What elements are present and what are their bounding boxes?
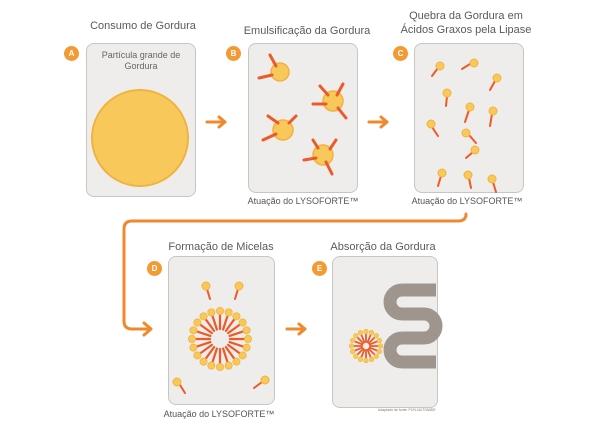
badge-b: B [226,46,241,61]
arrow-right-icon [285,322,307,336]
panel-d [168,256,275,405]
badge-e: E [312,261,327,276]
step-d-caption: Atuação do LYSOFORTE™ [163,409,275,419]
step-c-title-line1: Quebra da Gordura em [409,10,523,22]
step-b-caption: Atuação do LYSOFORTE™ [247,196,359,206]
arrow-right-icon [367,115,389,129]
badge-a: A [64,46,79,61]
large-fat-particle-label: Partícula grande de Gordura [101,50,181,71]
badge-c: C [393,46,408,61]
step-a-title: Consumo de Gordura [90,20,196,32]
step-b-title: Emulsificação da Gordura [243,25,371,37]
arrow-right-icon [205,115,227,129]
step-d-title: Formação de Micelas [168,241,274,253]
step-c-title-line2: Ácidos Graxos pela Lipase [400,24,532,36]
badge-d: D [147,261,162,276]
panel-c [414,43,524,193]
step-e-title: Absorção da Gordura [330,241,436,253]
source-credit: Adaptado de fonte: PCN-NUTOMIDE [378,408,436,412]
panel-b [248,43,358,193]
step-c-caption: Atuação do LYSOFORTE™ [411,196,523,206]
